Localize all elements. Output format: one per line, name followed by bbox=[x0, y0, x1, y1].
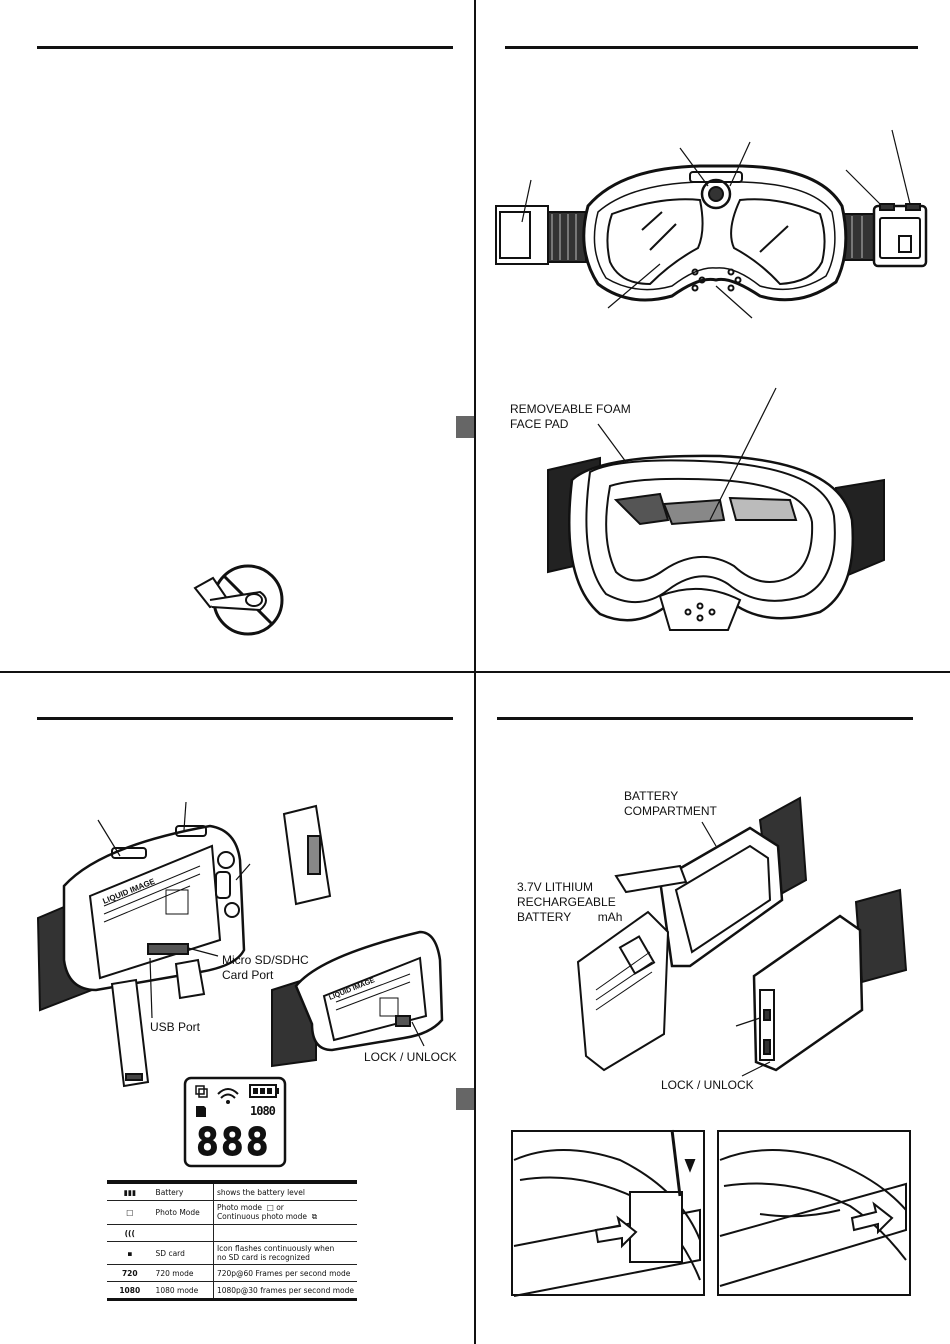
icon-legend-desc bbox=[212, 1224, 357, 1242]
foam-pad-label: REMOVEABLE FOAM FACE PAD bbox=[510, 402, 631, 431]
icon-legend-desc: Photo mode □ or Continuous photo mode ⧉ bbox=[212, 1200, 357, 1225]
usb-port-label: USB Port bbox=[150, 1020, 201, 1034]
icon-legend-desc: shows the battery level bbox=[212, 1180, 357, 1201]
header-rule-top-left bbox=[37, 46, 453, 49]
sd-card-icon: ▪ bbox=[107, 1241, 153, 1265]
photo-mode-icon: □ bbox=[107, 1200, 153, 1225]
lcd-digits-text: 888 bbox=[196, 1120, 271, 1165]
lcd-resolution-text: 1080 bbox=[250, 1104, 276, 1118]
battery-compartment-label: BATTERY COMPARTMENT bbox=[624, 789, 717, 818]
1080-icon: 1080 bbox=[107, 1281, 153, 1301]
lock-unlock-label-2: LOCK / UNLOCK bbox=[661, 1078, 754, 1092]
header-rule-bottom-right bbox=[497, 717, 913, 720]
icon-legend-name: Photo Mode bbox=[152, 1200, 214, 1225]
icon-legend-name: 720 mode bbox=[152, 1264, 214, 1282]
icon-legend-name: SD card bbox=[152, 1241, 214, 1265]
battery-label: 3.7V LITHIUM RECHARGEABLE BATTERY mAh bbox=[517, 880, 623, 924]
page-tab-bottom bbox=[456, 1088, 474, 1110]
720-icon: 720 bbox=[107, 1264, 153, 1282]
horizontal-divider bbox=[0, 671, 950, 673]
icon-legend-name bbox=[152, 1224, 214, 1242]
micro-sd-label: Micro SD/SDHC Card Port bbox=[222, 953, 309, 982]
icon-legend-desc: 720p@60 Frames per second mode bbox=[212, 1264, 357, 1282]
header-rule-bottom-left bbox=[37, 717, 453, 720]
lcd-photo-icon bbox=[195, 1085, 205, 1095]
icon-legend-desc: Icon flashes continuously when no SD car… bbox=[212, 1241, 357, 1265]
wifi-icon: ((( bbox=[107, 1224, 153, 1242]
battery-icon: ▮▮▮ bbox=[107, 1180, 153, 1201]
icon-legend-name: 1080 mode bbox=[152, 1281, 214, 1301]
lock-unlock-label-1: LOCK / UNLOCK bbox=[364, 1050, 457, 1064]
icon-legend-desc: 1080p@30 frames per second mode bbox=[212, 1281, 357, 1301]
icon-legend-row: ((( bbox=[107, 1224, 357, 1242]
icon-legend-name: Battery bbox=[152, 1180, 214, 1201]
page-tab-top bbox=[456, 416, 474, 438]
header-rule-top-right bbox=[505, 46, 918, 49]
